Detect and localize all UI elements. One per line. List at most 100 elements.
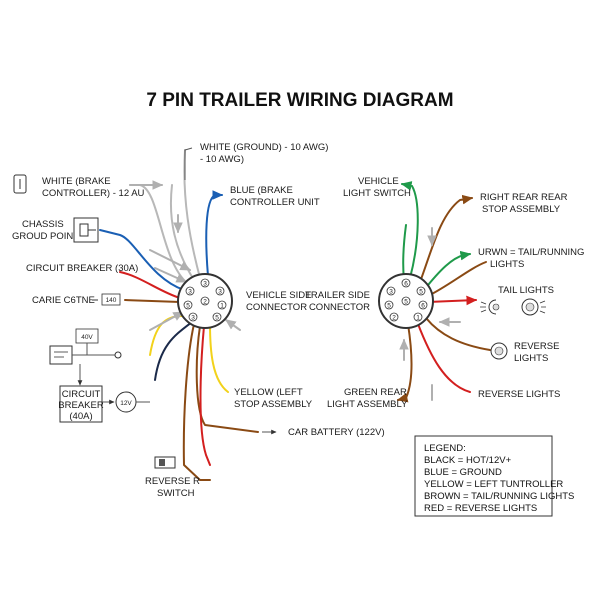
white-ground-label-1: WHITE (GROUND) - 10 AWG) — [200, 142, 328, 153]
v12-label: 12V — [120, 400, 132, 407]
brown-assembly-wire — [396, 323, 413, 403]
svg-text:3: 3 — [389, 289, 393, 296]
white-ground-label-2: - 10 AWG) — [200, 154, 244, 165]
reverse-switch-label-2: SWITCH — [157, 488, 195, 499]
circuit-breaker-40-label-3: (40A) — [69, 411, 92, 422]
diagram-title: 7 PIN TRAILER WIRING DIAGRAM — [146, 90, 453, 111]
trailer-connector-label-2: CONNECTOR — [309, 302, 370, 313]
carie-box — [101, 293, 121, 306]
brown-tail-label-2: LIGHTS — [490, 259, 524, 270]
vehicle-pins: 3 3 3 5 2 1 3 5 — [183, 278, 227, 322]
brown-tail-wire — [427, 261, 487, 297]
fuse-icon — [13, 174, 27, 194]
reverse-switch-icon — [154, 456, 176, 469]
legend-line: BLUE = GROUND — [424, 467, 502, 478]
chassis-label-1: CHASSIS — [22, 219, 64, 230]
carie-label: CARIE C6TNE — [32, 295, 95, 306]
green-light-switch-wire — [400, 181, 419, 279]
chassis-label-2: GROUD POINT — [12, 231, 79, 242]
svg-text:1: 1 — [220, 303, 224, 310]
circuit-breaker-40-label-1: CIRCUIT — [62, 389, 101, 400]
svg-text:5: 5 — [419, 289, 423, 296]
svg-text:3: 3 — [218, 289, 222, 296]
green-rear-label-1: GREEN REAR — [344, 387, 407, 398]
circuit-breaker-40-box — [59, 385, 103, 423]
carie-box-label: 140 — [106, 297, 117, 304]
brown-battery-wire — [195, 325, 259, 433]
svg-text:5: 5 — [215, 315, 219, 322]
circuit-breaker-30-label: CIRCUIT BREAKER (30A) — [26, 263, 138, 274]
vehicle-connector-label-2: CONNECTOR — [246, 302, 307, 313]
svg-text:5: 5 — [404, 299, 408, 306]
tail-light-icon-right — [521, 298, 546, 316]
yellow-left-label-1: YELLOW (LEFT — [234, 387, 303, 398]
svg-text:2: 2 — [203, 299, 207, 306]
green-tail-wire — [423, 250, 472, 291]
brown-right-rear-wire — [419, 194, 474, 283]
trailer-connector: 6 3 5 5 5 6 2 1 — [378, 273, 434, 329]
yellow-wire-right — [209, 323, 229, 393]
yellow-left-label-2: STOP ASSEMBLY — [234, 399, 313, 410]
legend-line: BLACK = HOT/12V+ — [424, 455, 512, 466]
svg-text:1: 1 — [416, 315, 420, 322]
svg-text:6: 6 — [404, 281, 408, 288]
brown-tail-label-1: URWN = TAIL/RUNNING — [478, 247, 584, 258]
blue-chassis-wire — [99, 229, 185, 291]
white-brake-label-2: CONTROLLER) - 12 AU — [42, 188, 145, 199]
blue-brake-label-2: CONTROLLER UNIT — [230, 197, 320, 208]
svg-text:3: 3 — [188, 289, 192, 296]
reverse-lights-red-label: REVERSE LIGHTS — [478, 389, 560, 400]
tail-lights-label: TAIL LIGHTS — [498, 285, 554, 296]
vehicle-connector: 3 3 3 5 2 1 3 5 — [177, 273, 233, 329]
vehicle-connector-label-1: VEHICLE SIDE — [246, 290, 311, 301]
right-rear-label-2: STOP ASSEMBLY — [482, 204, 561, 215]
circuit-breaker-40-label-2: BREAKER — [58, 400, 104, 411]
brown-middle-wire — [124, 299, 181, 303]
white-brake-label-1: WHITE (BRAKE — [42, 176, 111, 187]
svg-text:6: 6 — [421, 303, 425, 310]
legend-line: RED = REVERSE LIGHTS — [424, 503, 537, 514]
red-reverse-wire — [417, 323, 471, 393]
right-rear-label-1: RIGHT REAR REAR — [480, 192, 568, 203]
white-ground-wire — [183, 149, 201, 279]
red-breaker-wire — [119, 271, 181, 299]
ground-point-icon — [73, 217, 99, 243]
legend-line: BROWN = TAIL/RUNNING LIGHTS — [424, 491, 574, 502]
svg-text:3: 3 — [203, 281, 207, 288]
trailer-connector-label-1: TRAILER SIDE — [305, 290, 370, 301]
trailer-gray-arrows — [399, 227, 461, 401]
svg-text:3: 3 — [191, 315, 195, 322]
legend-heading: LEGEND: — [424, 443, 466, 454]
black-wire — [154, 321, 193, 381]
reverse-switch-label-1: REVERSE R — [145, 476, 200, 487]
red-tail-wire — [427, 295, 478, 306]
brown-reverse-wire-r — [425, 317, 491, 351]
reverse-lights-label-2: LIGHTS — [514, 353, 548, 364]
device-terminal — [114, 351, 122, 359]
blue-brake-wire — [205, 190, 224, 277]
vehicle-light-label-2: LIGHT SWITCH — [343, 188, 411, 199]
blue-brake-label-1: BLUE (BRAKE — [230, 185, 293, 196]
legend-line: YELLOW = LEFT TUNTROLLER — [424, 479, 563, 490]
white-brake-wire — [129, 184, 189, 285]
reverse-lights-label-1: REVERSE — [514, 341, 559, 352]
brown-reverse-wire — [182, 323, 211, 481]
tail-light-icon-left — [480, 299, 500, 315]
white-ground-leader — [184, 147, 193, 180]
vehicle-light-label-1: VEHICLE — [358, 176, 399, 187]
legend: LEGEND: BLACK = HOT/12V+ BLUE = GROUND Y… — [414, 435, 574, 517]
vehicle-gray-arrows — [149, 214, 241, 331]
svg-text:5: 5 — [387, 303, 391, 310]
green-wire-2 — [402, 224, 407, 281]
svg-text:2: 2 — [392, 315, 396, 322]
controller-device-icon — [49, 345, 73, 365]
red-down-wire — [199, 325, 211, 466]
svg-text:5: 5 — [186, 303, 190, 310]
trailer-pins: 6 3 5 5 5 6 2 1 — [384, 278, 428, 322]
box-40v-label: 40V — [81, 334, 93, 341]
trailer-wires — [396, 181, 491, 403]
reverse-light-icon — [490, 342, 508, 360]
green-rear-label-2: LIGHT ASSEMBLY — [327, 399, 408, 410]
car-battery-label: CAR BATTERY (122V) — [288, 427, 385, 438]
